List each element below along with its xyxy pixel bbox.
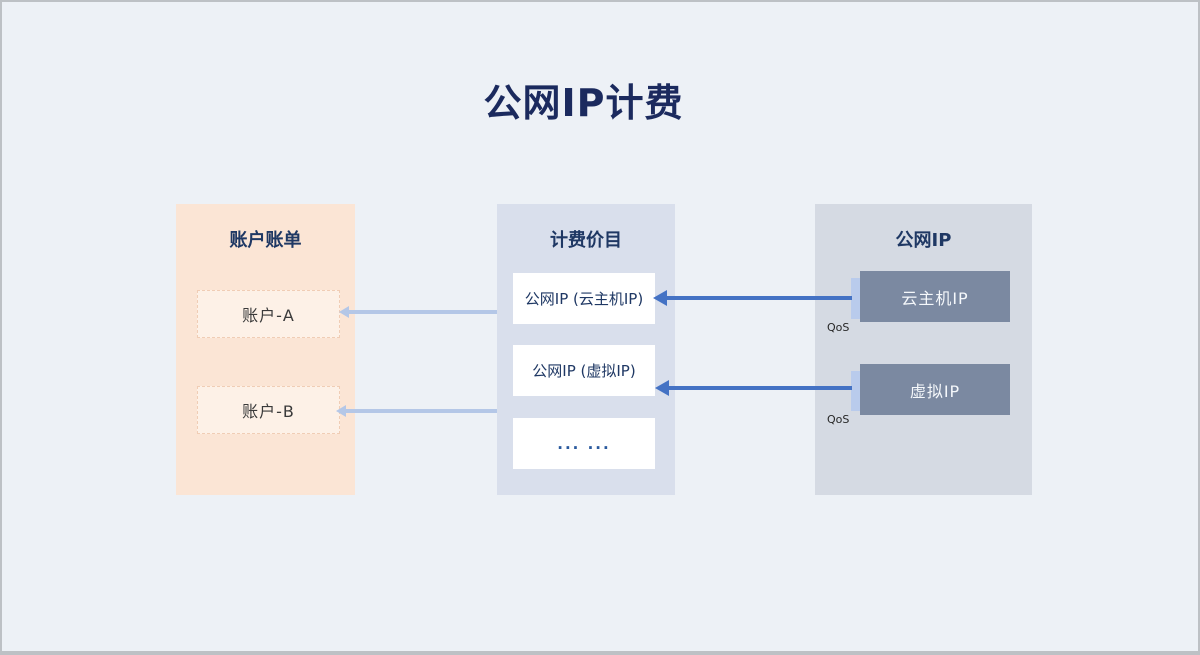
page-title: 公网IP计费 [483,81,684,125]
panel-billing-prices-header: 计费价目 [550,230,622,251]
connector-price-to-account-b [345,409,497,413]
virtual-ip-node: 虚拟IP [860,364,1010,415]
price-item-ellipsis: ... ... [513,418,655,469]
price-item-public-ip-virtual: 公网IP (虚拟IP) [513,345,655,396]
panel-billing-prices: 计费价目 公网IP (云主机IP) 公网IP (虚拟IP) ... ... [497,204,675,495]
account-b-node: 账户-B [197,386,340,434]
qos-label-virtual-ip: QoS [827,413,850,426]
account-a-node: 账户-A [197,290,340,338]
qos-label-cloud-host: QoS [827,321,850,334]
arrowhead-virtual-ip-to-price [655,380,669,396]
arrowhead-price-to-account-b [336,405,346,417]
panel-public-ip-header: 公网IP [895,230,952,251]
panel-account-bills: 账户账单 账户-A 账户-B [176,204,355,495]
price-item-public-ip-cloud-host: 公网IP (云主机IP) [513,273,655,324]
panel-account-bills-header: 账户账单 [229,230,302,251]
connector-virtual-ip-to-price [668,386,852,390]
panel-public-ip: 公网IP 云主机IP QoS 虚拟IP QoS [815,204,1032,495]
cloud-host-ip-node: 云主机IP [860,271,1010,322]
connector-price-to-account-a [349,310,497,314]
qos-tab-cloud-host [851,278,860,319]
arrowhead-cloud-host-to-price [653,290,667,306]
connector-cloud-host-to-price [666,296,852,300]
arrowhead-price-to-account-a [339,306,349,318]
qos-tab-virtual-ip [851,371,860,411]
